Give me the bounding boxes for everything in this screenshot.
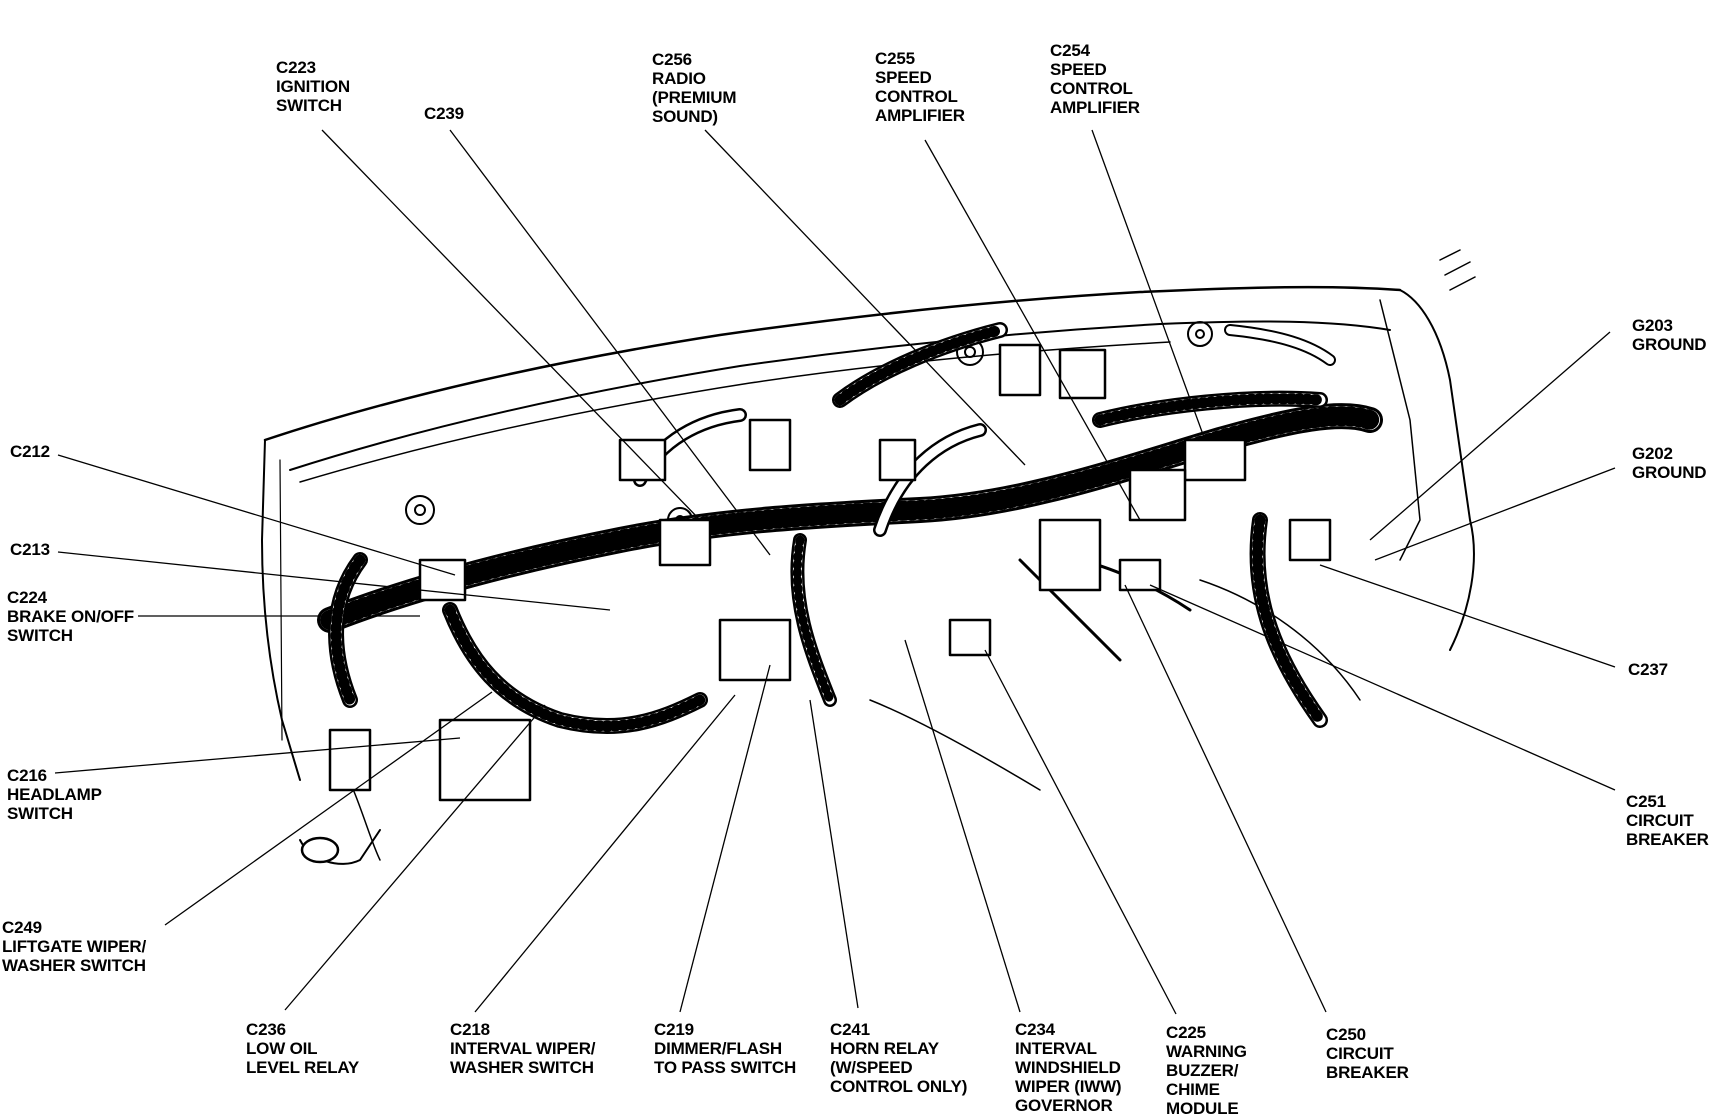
leader-c234	[904, 639, 1021, 1013]
leader-c219	[679, 664, 771, 1013]
leader-c213	[57, 551, 611, 611]
label-c213: C213	[10, 540, 50, 559]
leader-c212	[57, 454, 456, 576]
leader-c239	[449, 129, 771, 556]
label-c250: C250 CIRCUIT BREAKER	[1326, 1025, 1409, 1082]
label-c236: C236 LOW OIL LEVEL RELAY	[246, 1020, 360, 1077]
leader-c236	[284, 704, 546, 1011]
label-c223: C223 IGNITION SWITCH	[276, 58, 350, 115]
leader-g203	[1369, 331, 1611, 541]
label-g203: G203 GROUND	[1632, 316, 1707, 354]
label-c224: C224 BRAKE ON/OFF SWITCH	[7, 588, 134, 645]
leader-c256	[704, 129, 1026, 466]
label-c241: C241 HORN RELAY (W/SPEED CONTROL ONLY)	[830, 1020, 968, 1096]
label-c237: C237	[1628, 660, 1668, 679]
leader-c218	[474, 694, 736, 1013]
label-c216: C216 HEADLAMP SWITCH	[7, 766, 102, 823]
leader-c251	[1149, 584, 1616, 791]
leader-c237	[1319, 564, 1616, 668]
dash-top-edge-inner	[289, 320, 1391, 471]
label-c239: C239	[424, 104, 464, 123]
dash-top-edge	[263, 285, 1402, 442]
label-c255: C255 SPEED CONTROL AMPLIFIER	[875, 49, 965, 125]
label-c212: C212	[10, 442, 50, 461]
right-pillar	[1399, 289, 1475, 651]
switch-module	[718, 618, 792, 682]
leader-c223	[321, 129, 701, 521]
label-c256: C256 RADIO (PREMIUM SOUND)	[652, 50, 737, 126]
leader-lines	[54, 129, 1616, 1015]
leader-c255	[924, 139, 1141, 521]
fastener	[405, 495, 435, 525]
left-panel	[261, 439, 301, 781]
label-c218: C218 INTERVAL WIPER/ WASHER SWITCH	[450, 1020, 596, 1077]
leader-c241	[809, 699, 859, 1009]
connector-block	[998, 343, 1042, 397]
leader-c249	[164, 691, 493, 926]
leader-c254	[1091, 129, 1206, 441]
right-pillar-inner	[1379, 299, 1421, 561]
leader-c216	[54, 737, 461, 774]
leader-g202	[1374, 467, 1616, 561]
fastener	[1187, 321, 1213, 347]
label-c225: C225 WARNING BUZZER/ CHIME MODULE	[1166, 1023, 1247, 1118]
label-c249: C249 LIFTGATE WIPER/ WASHER SWITCH	[2, 918, 147, 975]
leader-c250	[1124, 584, 1327, 1013]
label-c234: C234 INTERVAL WINDSHIELD WIPER (IWW) GOV…	[1015, 1020, 1122, 1115]
label-c251: C251 CIRCUIT BREAKER	[1626, 792, 1709, 849]
label-c254: C254 SPEED CONTROL AMPLIFIER	[1050, 41, 1140, 117]
label-g202: G202 GROUND	[1632, 444, 1707, 482]
leader-c225	[984, 649, 1177, 1015]
label-c219: C219 DIMMER/FLASH TO PASS SWITCH	[654, 1020, 797, 1077]
